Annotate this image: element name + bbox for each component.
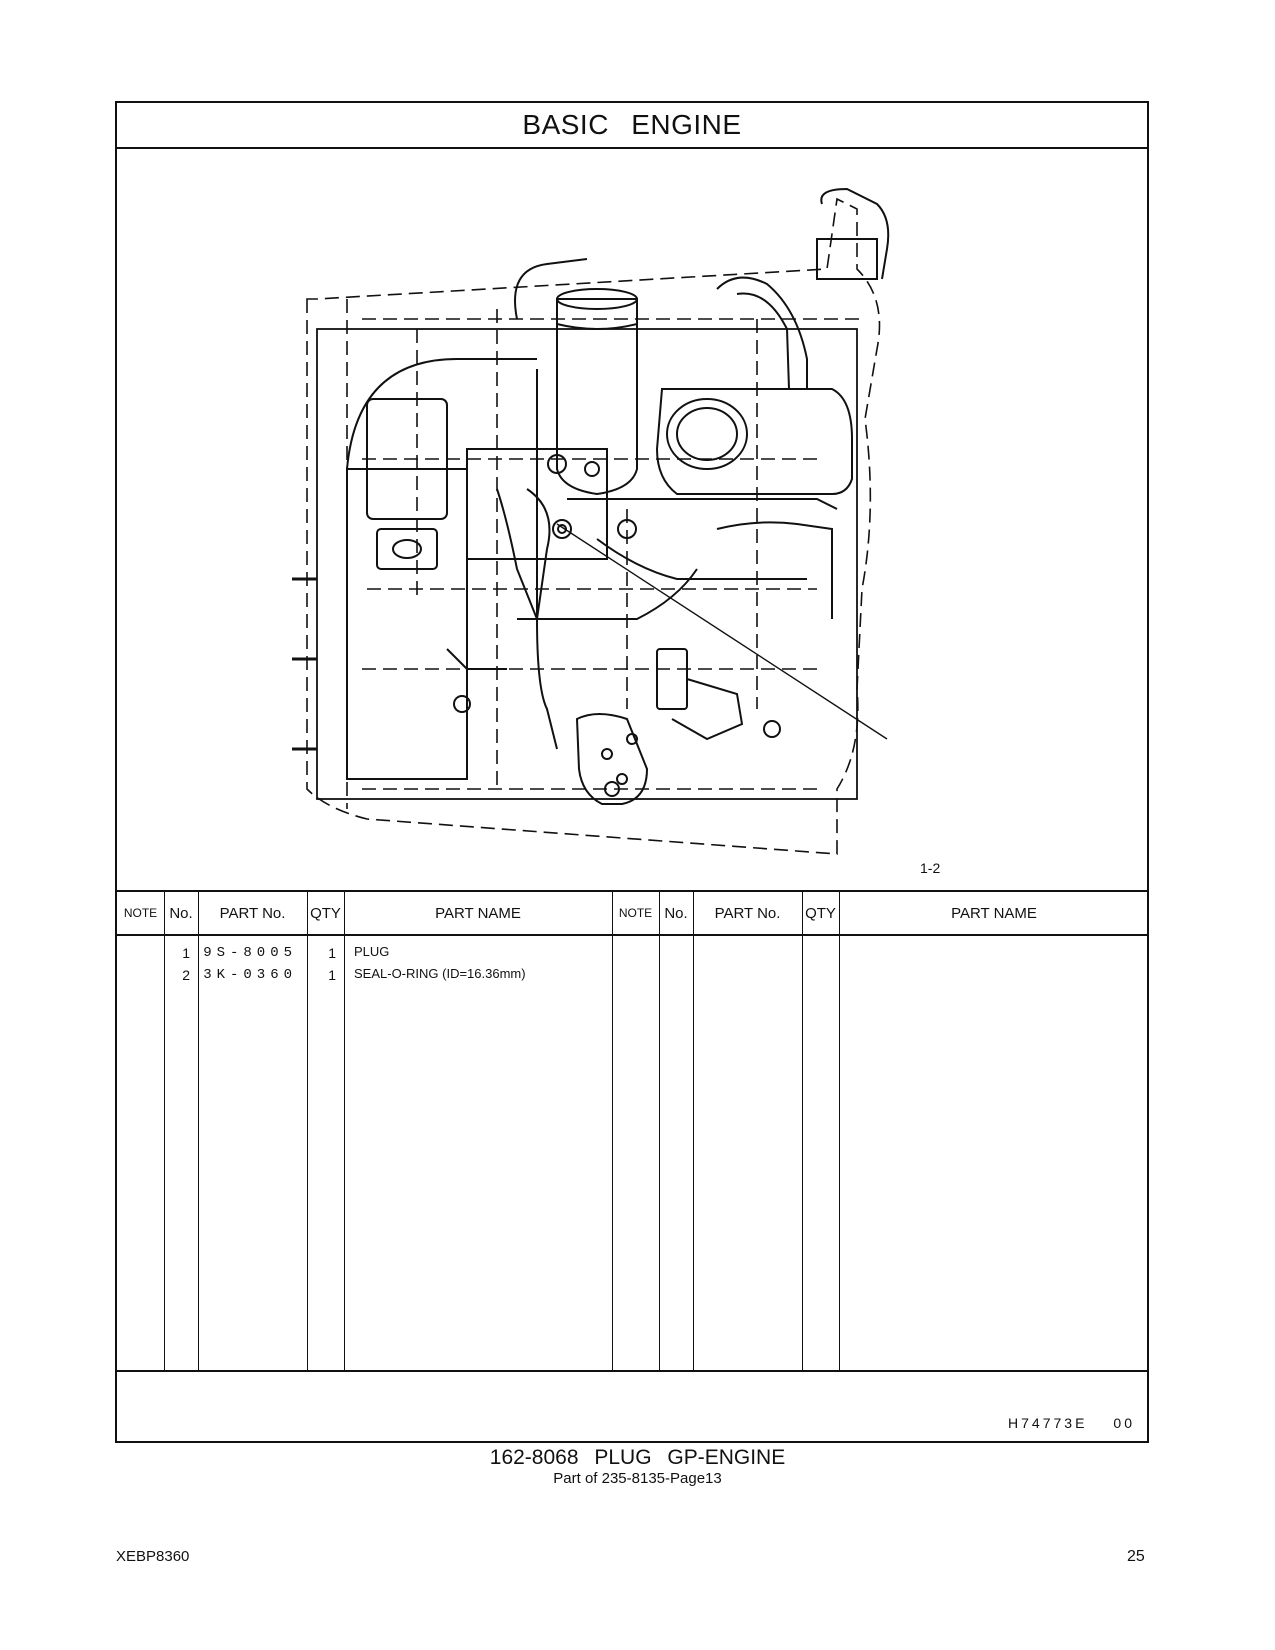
illustration-id: H74773E <box>1008 1415 1088 1431</box>
header-part-no: PART No. <box>219 904 286 922</box>
header-qty-right: QTY <box>805 904 836 922</box>
row-1-part-no: 9S-8005 <box>203 945 297 961</box>
header-part-name: PART NAME <box>435 904 521 922</box>
header-note: NOTE <box>123 906 158 920</box>
table-header-rule <box>117 892 1147 936</box>
engine-illustration: 1-2 <box>117 149 1147 890</box>
row-1-part-name: PLUG <box>354 944 390 959</box>
row-2-qty: 1 <box>328 967 336 983</box>
header-no-right: No. <box>664 904 688 922</box>
callout-label: 1-2 <box>920 860 941 876</box>
parts-table: NOTE No. PART No. QTY PART NAME NOTE No.… <box>117 890 1147 1372</box>
row-1-no: 1 <box>182 945 190 961</box>
header-qty: QTY <box>310 904 341 922</box>
row-1-qty: 1 <box>328 945 336 961</box>
group-title: 162-8068 PLUG GP-ENGINE <box>489 1446 786 1469</box>
row-2-part-no: 3K-0360 <box>203 967 297 983</box>
page-number: 25 <box>1127 1548 1145 1565</box>
header-note-right: NOTE <box>618 906 653 920</box>
parts-page-frame: BASIC ENGINE <box>115 101 1149 1443</box>
illustration-code: H74773E 00 <box>1008 1415 1135 1431</box>
row-2-no: 2 <box>182 967 190 983</box>
illustration-revision: 00 <box>1113 1415 1135 1431</box>
row-2-part-name: SEAL-O-RING (ID=16.36mm) <box>354 966 526 981</box>
illustration-code-row: H74773E 00 <box>117 1370 1147 1443</box>
header-part-no-right: PART No. <box>714 904 781 922</box>
group-subtitle: Part of 235-8135-Page13 <box>553 1470 722 1487</box>
engine-drawing <box>292 187 890 855</box>
document-id: XEBP8360 <box>116 1548 190 1565</box>
section-title: BASIC ENGINE <box>117 103 1147 149</box>
header-part-name-right: PART NAME <box>951 904 1037 922</box>
header-no: No. <box>169 904 193 922</box>
